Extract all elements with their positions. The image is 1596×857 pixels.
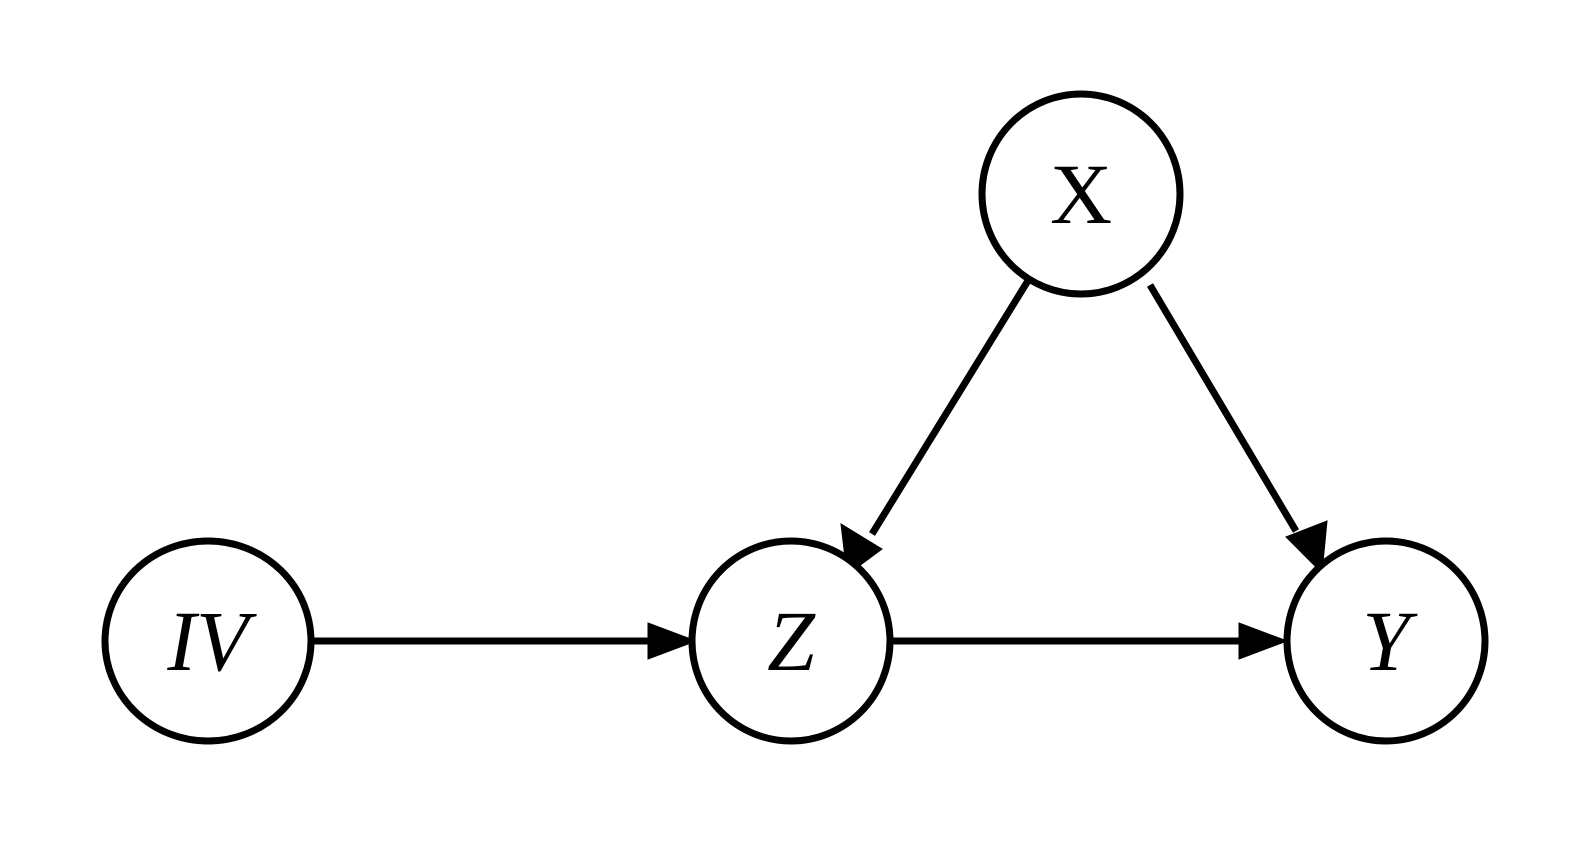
- node-x-circle[interactable]: [978, 90, 1184, 298]
- node-x-label: X: [1050, 146, 1112, 242]
- edge-x-to-y-line: [1146, 283, 1300, 533]
- node-z-circle[interactable]: [688, 537, 894, 745]
- edge-x-to-y: [1146, 283, 1328, 575]
- edge-x-to-z-line: [869, 277, 1032, 536]
- edge-x-to-y-arrowhead: [1285, 520, 1328, 575]
- edge-z-to-y-arrowhead: [1238, 622, 1289, 660]
- node-y-label: Y: [1362, 593, 1418, 689]
- edge-z-to-y: [890, 622, 1289, 660]
- node-iv-circle[interactable]: [101, 537, 315, 745]
- node-y-circle[interactable]: [1283, 537, 1489, 745]
- node-iv-label: IV: [166, 593, 257, 689]
- node-iv[interactable]: IV: [101, 537, 315, 745]
- node-z-label: Z: [767, 593, 816, 689]
- node-z[interactable]: Z: [688, 537, 894, 745]
- edge-iv-to-z: [311, 622, 698, 660]
- node-x[interactable]: X: [978, 90, 1184, 298]
- edge-iv-to-z-arrowhead: [647, 622, 698, 660]
- node-y[interactable]: Y: [1283, 537, 1489, 745]
